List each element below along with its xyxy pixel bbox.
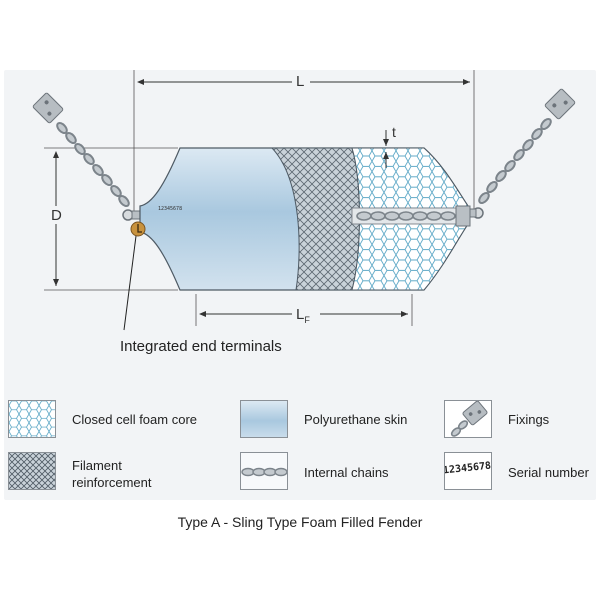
- legend-swatch-filament: [8, 452, 56, 490]
- dimension-length: [133, 70, 475, 212]
- left-chain: [32, 92, 145, 221]
- end-terminal-callout: Integrated end terminals: [120, 338, 282, 355]
- legend-swatch-foam: [8, 400, 56, 438]
- dimension-diameter: [44, 147, 178, 291]
- diameter-label: D: [51, 207, 62, 224]
- right-chain: [463, 88, 576, 219]
- legend-swatch-skin: [240, 400, 288, 438]
- legend-label-skin: Polyurethane skin: [304, 412, 408, 427]
- legend-label-fixings: Fixings: [508, 412, 550, 427]
- legend-swatch-serial: 12345678: [444, 452, 492, 490]
- legend-label-foam: Closed cell foam core: [72, 412, 197, 427]
- foam-length-letter: L: [296, 306, 305, 323]
- serial-stamp: 12345678: [158, 206, 182, 212]
- legend-swatch-chains: [240, 452, 288, 490]
- dimension-foam-length: [195, 294, 413, 326]
- figure-caption: Type A - Sling Type Foam Filled Fender: [177, 514, 423, 530]
- legend-swatch-fixings: [444, 400, 492, 438]
- foam-length-label: LF: [296, 306, 310, 325]
- legend-label-chains: Internal chains: [304, 465, 389, 480]
- legend-label-filament: Filament reinforcement: [72, 458, 152, 490]
- legend-swatch-serial-text: 12345678: [444, 460, 492, 477]
- fender-body: 12345678: [139, 147, 471, 291]
- legend-label-serial: Serial number: [508, 465, 589, 480]
- foam-length-subscript: F: [304, 315, 310, 325]
- end-terminal: [123, 221, 146, 331]
- thickness-label: t: [392, 124, 396, 140]
- length-label: L: [296, 73, 305, 90]
- fender-diagram: 12345678: [32, 70, 576, 331]
